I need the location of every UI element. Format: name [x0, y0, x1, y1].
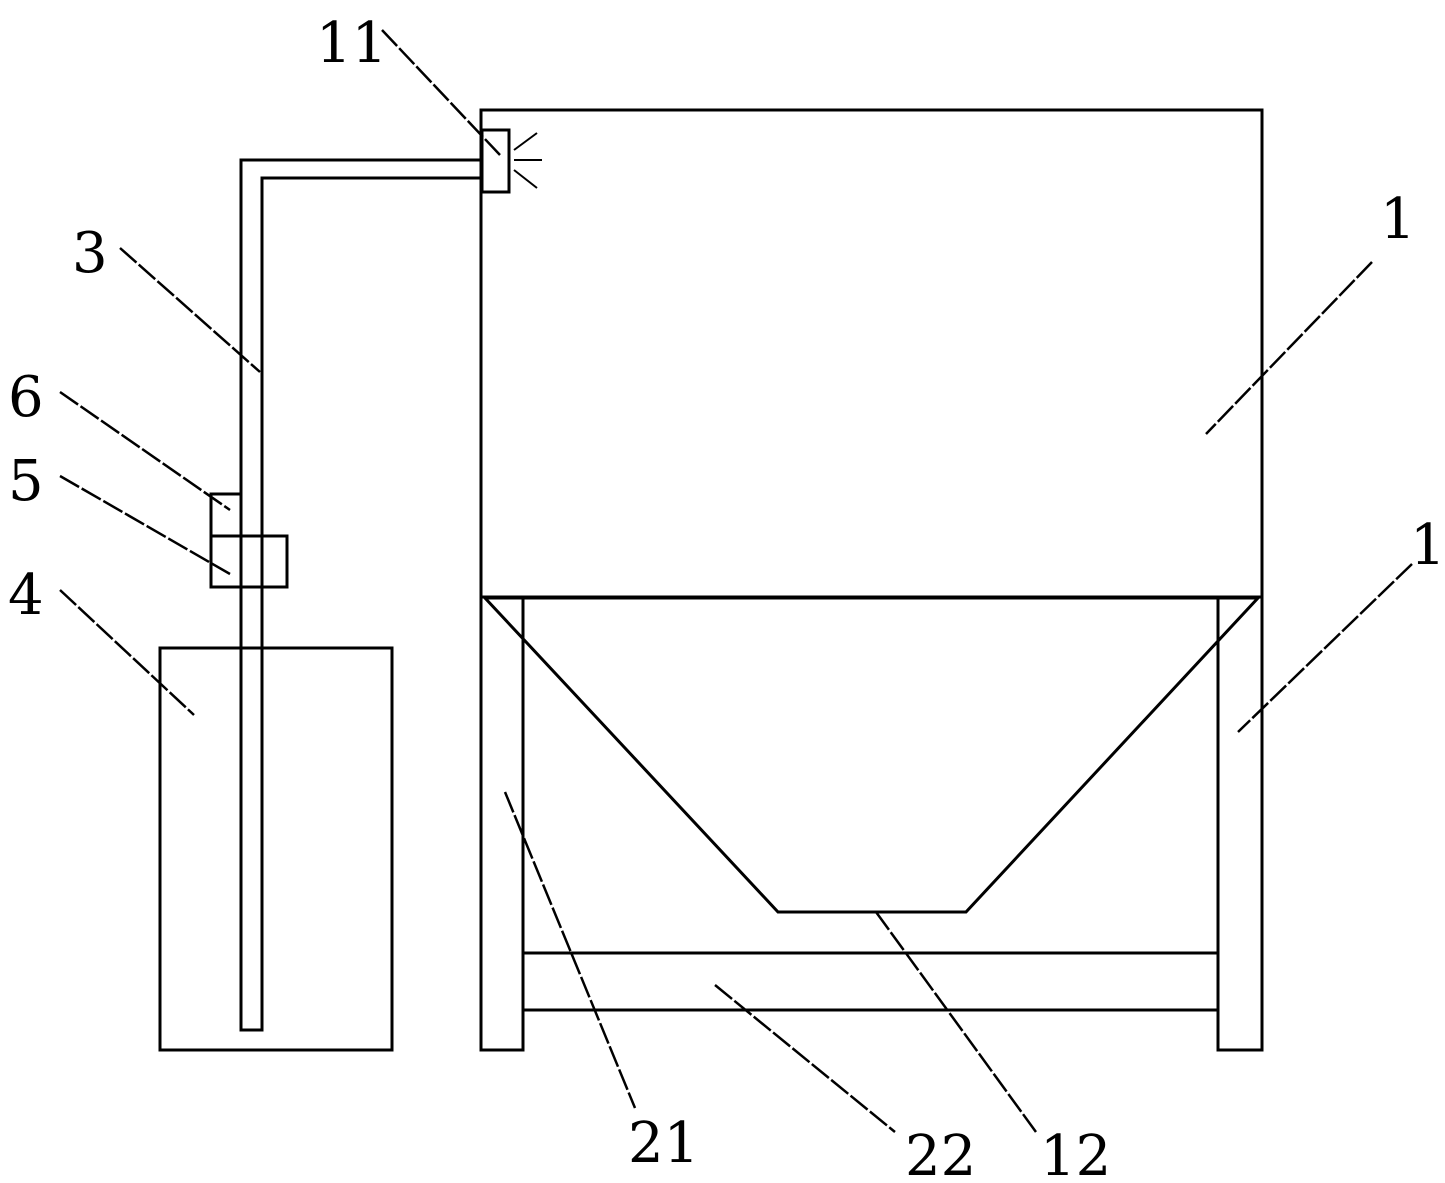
tank — [158, 646, 394, 1052]
leader-line-12 — [874, 911, 1038, 1133]
label-12: 12 — [1040, 1124, 1111, 1183]
leader-line-1-top — [1205, 261, 1373, 435]
spray-line-top — [513, 132, 538, 151]
leader-line-6 — [59, 390, 231, 512]
hopper — [481, 596, 1262, 914]
label-21: 21 — [628, 1111, 699, 1176]
label-6: 6 — [8, 365, 44, 430]
label-3: 3 — [72, 221, 108, 286]
upper-box — [479, 108, 1264, 599]
label-1-frame: 1 — [1410, 513, 1445, 578]
leader-line-4 — [59, 589, 195, 716]
leader-line-11 — [381, 29, 501, 156]
frame-leg-right — [1216, 595, 1264, 1052]
leader-line-22 — [714, 984, 896, 1133]
label-1-upper: 1 — [1380, 187, 1416, 252]
leader-line-21 — [503, 791, 637, 1109]
label-11: 11 — [316, 11, 387, 76]
leader-line-3 — [119, 247, 261, 373]
pipe — [239, 158, 482, 1032]
label-22: 22 — [905, 1124, 976, 1183]
label-4: 4 — [8, 563, 44, 628]
crossbar — [521, 951, 1220, 1012]
leader-line-1-bottom — [1237, 563, 1413, 733]
spray-line-bottom — [513, 169, 538, 189]
label-5: 5 — [8, 449, 44, 514]
leader-line-5 — [59, 474, 231, 576]
part-5-block — [209, 534, 289, 589]
